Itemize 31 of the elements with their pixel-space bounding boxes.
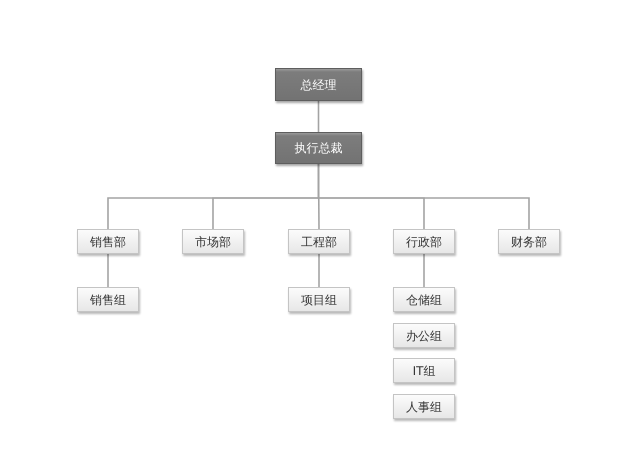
department-box bbox=[393, 358, 455, 383]
connector-line bbox=[423, 254, 425, 287]
connector-line bbox=[318, 164, 530, 229]
unit-label: 总经理 bbox=[300, 78, 336, 92]
department-box bbox=[393, 287, 455, 312]
executive-box bbox=[275, 68, 362, 101]
unit-label: 项目组 bbox=[301, 292, 337, 306]
department-box bbox=[393, 394, 455, 419]
unit-label: 销售部 bbox=[90, 234, 126, 248]
unit-label: 销售组 bbox=[90, 292, 126, 306]
unit-label: 财务部 bbox=[511, 234, 547, 248]
department-box bbox=[77, 229, 139, 254]
unit-label: 工程部 bbox=[301, 234, 337, 248]
unit-label: 人事组 bbox=[406, 400, 442, 414]
department-box bbox=[288, 287, 350, 312]
department-box bbox=[182, 229, 244, 254]
department-box bbox=[498, 229, 560, 254]
connector-line bbox=[318, 254, 320, 287]
department-box bbox=[288, 229, 350, 254]
executive-box bbox=[275, 132, 362, 164]
department-box bbox=[77, 287, 139, 312]
department-box bbox=[393, 323, 455, 348]
unit-label: 办公组 bbox=[406, 328, 442, 342]
connector-line bbox=[318, 101, 320, 132]
unit-label: IT组 bbox=[412, 364, 436, 378]
unit-label: 仓储组 bbox=[406, 292, 442, 306]
unit-label: 市场部 bbox=[195, 234, 231, 248]
connector-line bbox=[107, 254, 109, 287]
unit-label: 执行总裁 bbox=[294, 141, 342, 155]
unit-label: 行政部 bbox=[406, 234, 442, 248]
department-box bbox=[393, 229, 455, 254]
